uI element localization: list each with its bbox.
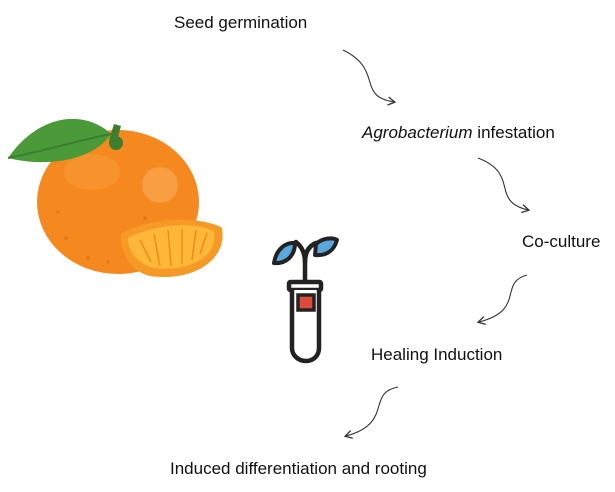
flow-arrow-2 (477, 157, 531, 214)
step-label: Induced differentiation and rooting (170, 459, 427, 478)
step-label: Healing Induction (371, 345, 503, 364)
step-label: Co-culture (522, 232, 601, 251)
step-agrobacterium-infestation: Agrobacterium infestation (362, 123, 555, 143)
flow-arrow-1 (342, 49, 397, 106)
step-co-culture: Co-culture (522, 232, 600, 252)
flow-arrow-4 (343, 386, 399, 439)
flow-arrow-3 (476, 274, 528, 326)
step-seed-germination: Seed germination (174, 13, 307, 33)
step-induced-differentiation-rooting: Induced differentiation and rooting (170, 459, 427, 479)
step-label-italic: Agrobacterium (362, 123, 473, 142)
step-label: infestation (472, 123, 555, 142)
seedling-test-tube-icon (272, 236, 339, 364)
orange-segment-icon (120, 219, 223, 278)
step-label: Seed germination (174, 13, 308, 32)
step-healing-induction: Healing Induction (371, 345, 502, 365)
